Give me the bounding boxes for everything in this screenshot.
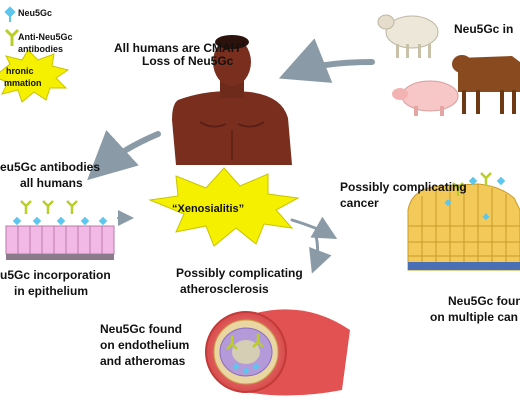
arrow-xeno-to-athero: [309, 234, 332, 274]
athero-label-line1: Possibly complicating: [176, 266, 303, 280]
cancer-label-line1: Possibly complicating: [340, 180, 467, 194]
humans-cmah-label: All humans are CMAH-/-: [114, 40, 247, 55]
neu5gc-found-cancer-line1: Neu5Gc foun: [448, 294, 520, 308]
antibodies-label-line2: all humans: [20, 176, 83, 190]
tumor-cells-image: [407, 172, 520, 271]
arrow-human-to-antibodies: [87, 129, 161, 181]
endothelium-label-line3: and atheromas: [100, 354, 186, 368]
epithelium-label-line1: u5Gc incorporation: [0, 268, 111, 282]
blood-vessel-image: [205, 309, 350, 396]
antibodies-label-line1: eu5Gc antibodies: [0, 160, 101, 174]
neu5gc-found-cancer-line2: on multiple can: [430, 310, 519, 324]
endothelium-label-line2: on endothelium: [100, 338, 190, 352]
xenosialitis-label: “Xenosialitis”: [172, 203, 245, 215]
pig-image: [392, 80, 459, 116]
inflammation-burst-shape: [0, 49, 70, 103]
epithelium-label-line2: in epithelium: [14, 284, 89, 298]
arrow-animals-to-human: [278, 38, 375, 83]
flow-arrows: [87, 38, 375, 274]
athero-label-line2: atherosclerosis: [180, 282, 269, 296]
endothelium-label-line1: Neu5Gc found: [100, 322, 183, 336]
sheep-image: [377, 14, 439, 58]
epithelium-image: [5, 200, 115, 260]
legend-neu5gc-label: Neu5Gc: [18, 8, 53, 18]
neu5gc-legend-icon: [4, 6, 16, 22]
arrow-xeno-to-cancer: [290, 216, 338, 239]
inflammation-label-line2: mmation: [4, 78, 42, 88]
xenosialitis-burst-shape: [148, 167, 300, 247]
legend-antibody-label-line1: Anti-Neu5Gc: [18, 32, 73, 42]
antibody-legend-icon: [4, 28, 20, 46]
human-figure-image: [172, 35, 292, 165]
cow-image: [452, 55, 520, 114]
loss-of-neu5gc-label: Loss of Neu5Gc: [142, 54, 234, 68]
legend-antibody-label-line2: antibodies: [18, 44, 64, 54]
inflammation-label-line1: hronic: [6, 66, 34, 76]
neu5gc-in-animals-label: Neu5Gc in: [454, 22, 514, 36]
cancer-label-line2: cancer: [340, 196, 379, 210]
